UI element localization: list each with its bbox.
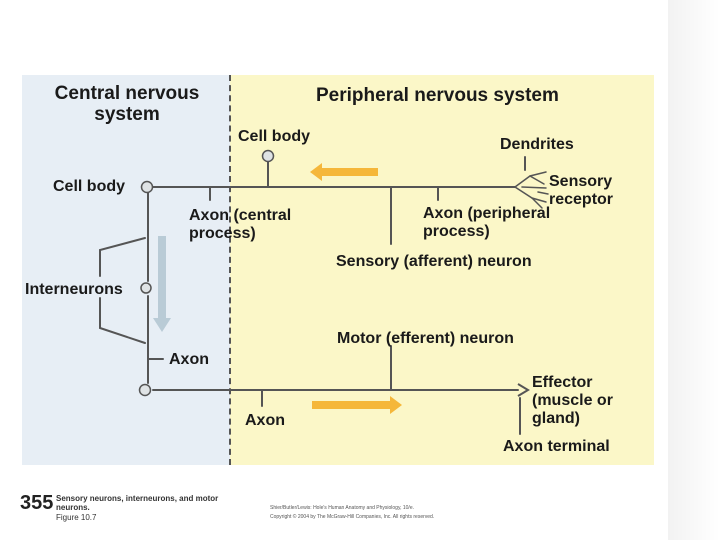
axon-peripheral-label: Axon (peripheral process) (423, 205, 551, 240)
sensory-receptor-label: Sensory receptor (549, 173, 614, 208)
pns-panel (230, 75, 654, 465)
effector-label: Effector (muscle or gland) (532, 374, 613, 427)
cns-panel (22, 75, 230, 465)
credit-line-1: Shier/Butler/Lewis: Hole's Human Anatomy… (270, 505, 414, 511)
credit-line-2: Copyright © 2004 by The McGraw-Hill Comp… (270, 514, 435, 520)
dendrites-label: Dendrites (500, 136, 574, 153)
interneurons-label: Interneurons (25, 281, 123, 298)
cns-direction-arrow (153, 236, 171, 332)
sensory-direction-arrow (310, 163, 378, 181)
motor-neuron-label: Motor (efferent) neuron (337, 330, 514, 347)
motor-direction-arrow (312, 396, 402, 414)
caption-figure: Figure 10.7 (56, 513, 97, 522)
cns-pns-divider (229, 75, 231, 465)
interneuron-node (140, 282, 152, 294)
interneurons-bracket (99, 237, 146, 344)
axon-central-label: Axon (central process) (189, 207, 292, 242)
cns-heading: Central nervous system (54, 83, 200, 125)
slide-edge (668, 0, 720, 540)
pns-heading: Peripheral nervous system (316, 85, 559, 106)
cell-body-left-node (140, 180, 154, 194)
cell-body-top-label: Cell body (238, 128, 311, 145)
cell-body-left-label: Cell body (53, 178, 126, 195)
motor-cell-body-node (138, 383, 152, 397)
axon-terminal-label: Axon terminal (503, 438, 610, 455)
axon-mid-label: Axon (169, 351, 209, 368)
cell-body-top-node (261, 149, 275, 163)
sensory-neuron-label: Sensory (afferent) neuron (336, 253, 532, 270)
axon-terminal-ending (517, 383, 530, 397)
caption-number: 355 (20, 492, 54, 514)
caption-title: Sensory neurons, interneurons, and motor… (56, 494, 219, 512)
axon-bottom-label: Axon (245, 412, 285, 429)
dendrite-branches (514, 171, 549, 209)
